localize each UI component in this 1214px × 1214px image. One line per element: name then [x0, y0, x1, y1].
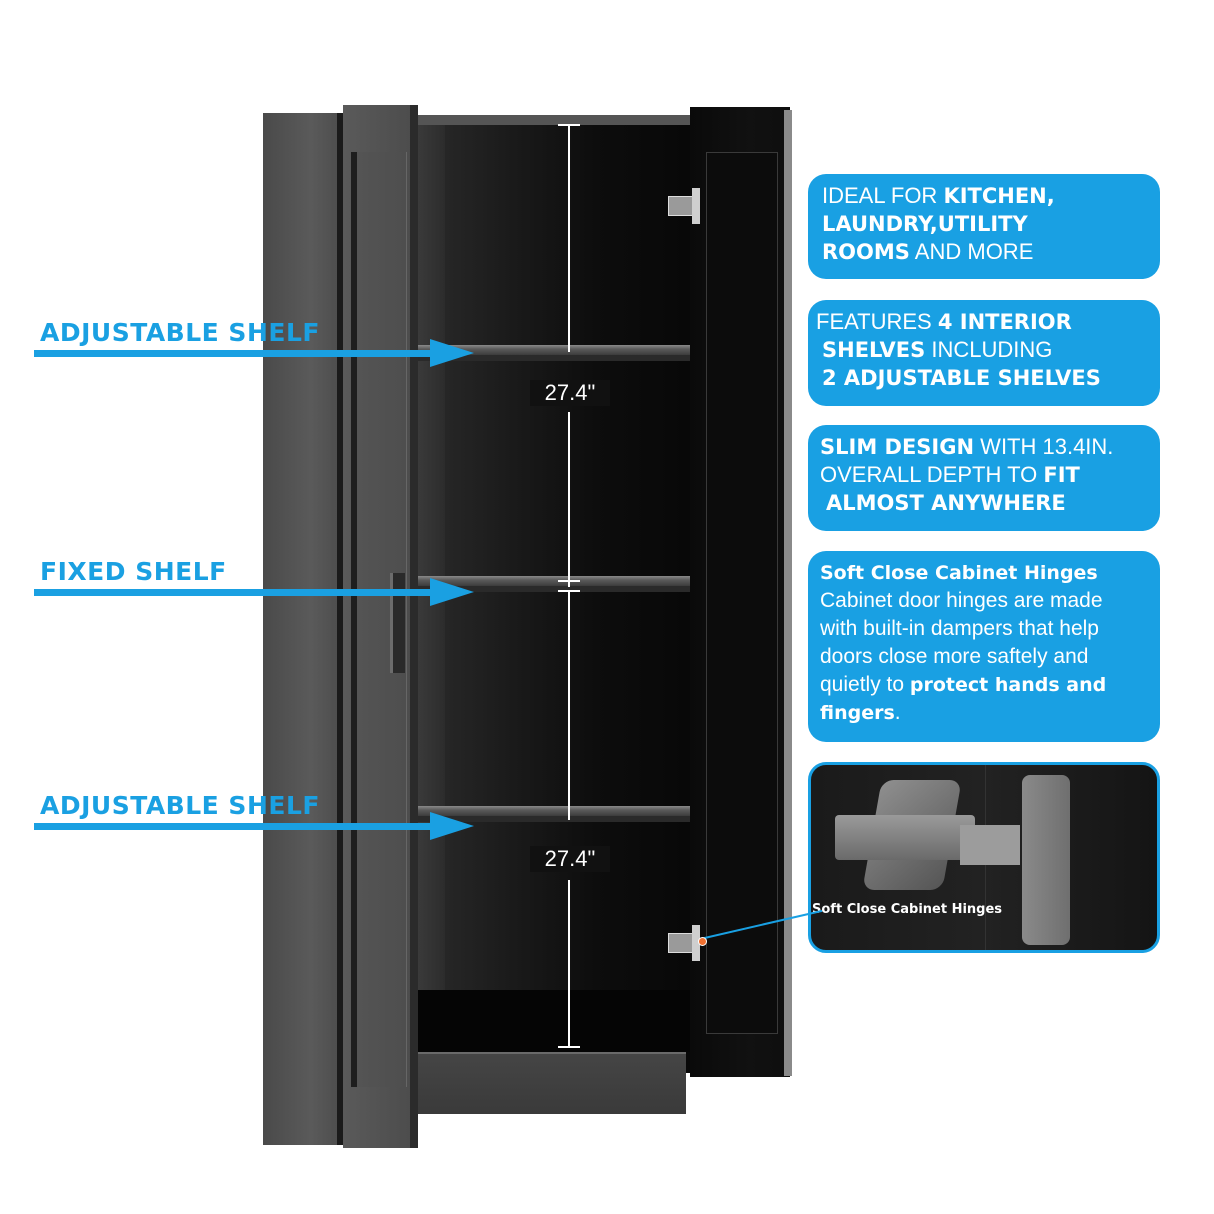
- shelf-fixed: [418, 576, 690, 586]
- shelf-adjustable-top: [418, 345, 690, 355]
- shelf-front-edge: [418, 816, 690, 822]
- hinge-arm-icon: [835, 815, 975, 860]
- photo-caption: Soft Close Cabinet Hinges: [812, 902, 1003, 917]
- info-text: INCLUDING: [925, 337, 1053, 362]
- door-handle-icon: [390, 573, 405, 673]
- info-box-soft-close: Soft Close Cabinet Hinges Cabinet door h…: [808, 551, 1160, 742]
- info-title: Soft Close Cabinet Hinges: [820, 562, 1098, 584]
- arrow-shaft: [34, 823, 434, 830]
- info-text: FEATURES: [816, 309, 938, 334]
- info-text: AND MORE: [909, 239, 1034, 264]
- hinge-link-icon: [960, 825, 1020, 865]
- info-box-shelves: FEATURES 4 INTERIOR SHELVES INCLUDING 2 …: [808, 300, 1160, 406]
- info-text-bold: FIT: [1043, 463, 1080, 487]
- cabinet-side-groove: [337, 113, 343, 1145]
- info-text-bold: fingers: [820, 702, 895, 724]
- callout-adjustable-shelf-top: ADJUSTABLE SHELF: [40, 318, 320, 347]
- cabinet-base: [418, 1052, 686, 1114]
- hinge-icon: [668, 925, 702, 961]
- arrow-shaft: [34, 350, 434, 357]
- cabinet-top-panel: [418, 115, 690, 125]
- pointer-dot-icon: [698, 937, 707, 946]
- cabinet-left-door-edge: [410, 105, 418, 1148]
- hinge-door-plate-icon: [1022, 775, 1070, 945]
- measure-line: [568, 124, 570, 352]
- measure-line: [568, 412, 570, 587]
- measure-line: [568, 880, 570, 1048]
- arrow-right-icon: [430, 812, 474, 840]
- info-text: WITH 13.4IN.: [974, 434, 1114, 459]
- info-text-bold: ROOMS: [822, 240, 910, 264]
- info-text-bold: LAUNDRY,UTILITY: [822, 212, 1028, 236]
- measure-tick: [558, 580, 580, 582]
- callout-adjustable-shelf-bottom: ADJUSTABLE SHELF: [40, 791, 320, 820]
- cabinet-right-door-panel: [706, 152, 778, 1034]
- info-text: doors close more saftely and: [820, 645, 1089, 668]
- info-text: quietly to: [820, 673, 910, 696]
- arrow-shaft: [34, 589, 434, 596]
- arrow-right-icon: [430, 578, 474, 606]
- cabinet-right-door-edge: [784, 110, 792, 1076]
- info-text-bold: ALMOST ANYWHERE: [826, 491, 1066, 515]
- info-text-bold: protect hands and: [909, 674, 1107, 696]
- info-text: Cabinet door hinges are made: [820, 589, 1103, 612]
- cabinet-side-panel: [263, 113, 343, 1145]
- info-text-bold: SHELVES: [822, 338, 926, 362]
- info-text-bold: KITCHEN,: [943, 184, 1055, 208]
- callout-fixed-shelf: FIXED SHELF: [40, 557, 227, 586]
- info-box-ideal-for: IDEAL FOR KITCHEN, LAUNDRY,UTILITY ROOMS…: [808, 174, 1160, 279]
- info-text: IDEAL FOR: [822, 183, 944, 208]
- hinge-icon: [668, 188, 702, 224]
- measurement-label: 27.4": [530, 380, 610, 406]
- info-text: .: [894, 701, 901, 724]
- info-text: OVERALL DEPTH TO: [820, 462, 1044, 487]
- cabinet-bottom-floor: [418, 990, 690, 1052]
- info-text: with built-in dampers that help: [820, 617, 1099, 640]
- measurement-label: 27.4": [530, 846, 610, 872]
- measure-tick: [558, 1046, 580, 1048]
- measure-line: [568, 590, 570, 820]
- info-text-bold: SLIM DESIGN: [820, 435, 975, 459]
- info-text-bold: 2 ADJUSTABLE SHELVES: [822, 366, 1101, 390]
- shelf-front-edge: [418, 355, 690, 361]
- shelf-adjustable-bottom: [418, 806, 690, 816]
- arrow-right-icon: [430, 339, 474, 367]
- info-box-slim-design: SLIM DESIGN WITH 13.4IN. OVERALL DEPTH T…: [808, 425, 1160, 531]
- info-text-bold: 4 INTERIOR: [937, 310, 1072, 334]
- shelf-front-edge: [418, 586, 690, 592]
